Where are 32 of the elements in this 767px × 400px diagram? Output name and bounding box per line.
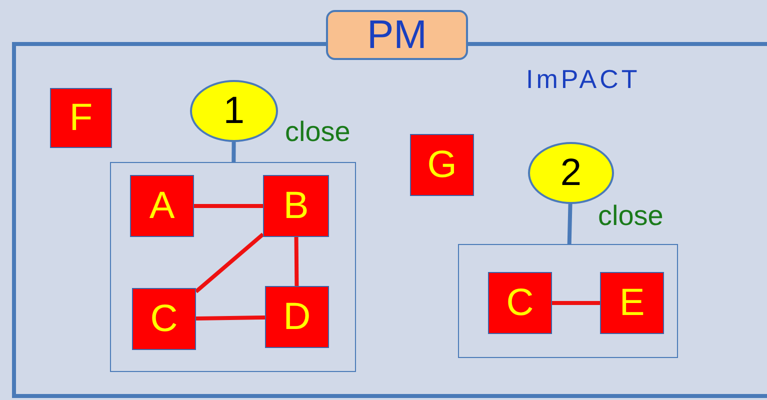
node-box <box>265 286 329 348</box>
node-label: E <box>619 284 645 322</box>
node-box <box>132 288 196 350</box>
connector-line <box>194 232 264 294</box>
connector-line <box>294 236 299 286</box>
node-label: C <box>150 300 178 338</box>
node-label: 1 <box>223 92 245 130</box>
node-label: D <box>283 298 311 336</box>
node-box <box>600 272 664 334</box>
connector-line <box>196 315 266 321</box>
node-box <box>50 88 112 148</box>
node-box <box>130 175 194 237</box>
node-label: A <box>149 187 175 225</box>
title-box <box>326 10 468 60</box>
side-label: close <box>285 118 350 146</box>
node-label: F <box>69 99 93 137</box>
node-label: 2 <box>560 154 582 192</box>
connector-line <box>567 204 572 244</box>
node-label: PM <box>367 15 427 55</box>
connector-line <box>194 204 263 208</box>
node-label: G <box>427 146 457 184</box>
node-label: B <box>283 187 309 225</box>
node-box <box>263 175 329 237</box>
node-label: C <box>506 284 534 322</box>
group-box <box>458 244 678 358</box>
connector-line <box>552 301 600 305</box>
node-box <box>488 272 552 334</box>
heading-text: ImPACT <box>526 66 640 92</box>
connector-line <box>232 142 236 162</box>
node-box <box>410 134 474 196</box>
side-label: close <box>598 202 664 230</box>
group-box <box>110 162 356 372</box>
